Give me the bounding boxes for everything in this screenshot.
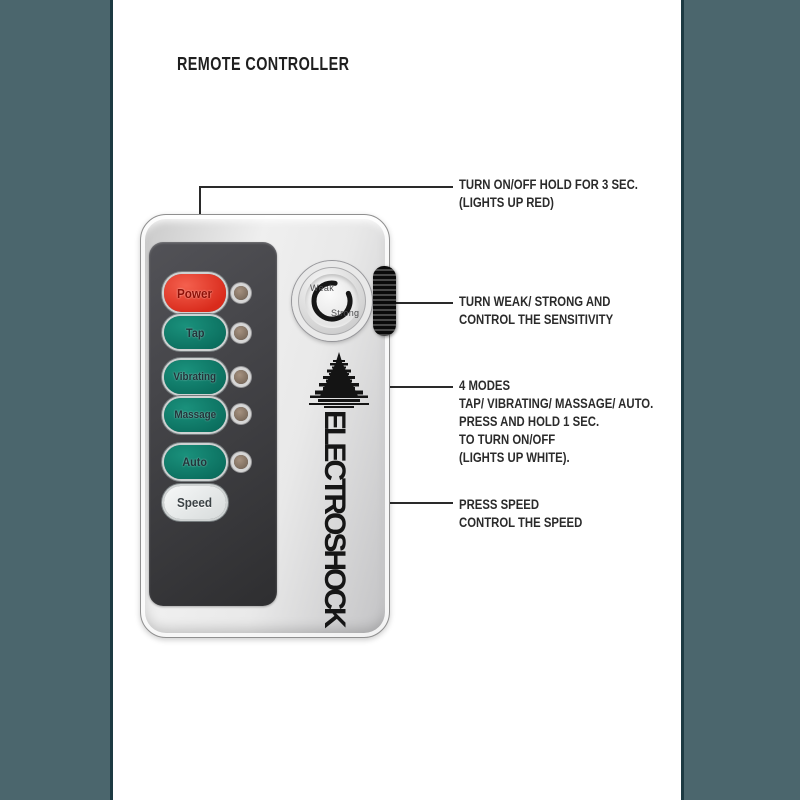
vibrating-button-label: Vibrating [173, 371, 217, 383]
annotation-line: TO TURN ON/OFF [459, 432, 556, 447]
vibrating-led-indicator [234, 370, 248, 384]
power-connector-horizontal-line [199, 186, 453, 188]
right-background-band [681, 0, 800, 800]
dial-rotation-arc-icon [311, 280, 353, 322]
power-button-label: Power [177, 285, 213, 301]
sensitivity-connector-line [396, 302, 453, 304]
tree-logo-icon [309, 352, 369, 408]
dial-weak-label: Weak [310, 283, 335, 293]
annotation-line: (LIGHTS UP WHITE). [459, 450, 570, 465]
speed-button: Speed [164, 486, 226, 519]
annotation-line: TURN WEAK/ STRONG AND [459, 294, 611, 309]
vibrating-button: Vibrating [164, 360, 226, 394]
annotation-line: CONTROL THE SPEED [459, 515, 583, 530]
annotation-line: TAP/ VIBRATING/ MASSAGE/ AUTO. [459, 396, 654, 411]
speed-button-label: Speed [177, 495, 213, 510]
annotation-line: CONTROL THE SENSITIVITY [459, 312, 614, 327]
dial-strong-label: Strong [331, 308, 360, 318]
tap-button-label: Tap [185, 325, 205, 340]
left-background-band [0, 0, 113, 800]
annotation-line: TURN ON/OFF HOLD FOR 3 SEC. [459, 177, 638, 192]
modes-annotation: 4 MODES TAP/ VIBRATING/ MASSAGE/ AUTO. P… [459, 377, 653, 467]
tap-led-indicator [234, 326, 248, 340]
massage-button-label: Massage [174, 409, 216, 421]
power-annotation: TURN ON/OFF HOLD FOR 3 SEC. (LIGHTS UP R… [459, 176, 638, 212]
massage-led-indicator [234, 407, 248, 421]
auto-led-indicator [234, 455, 248, 469]
brand-name: ELECTROSHOCK [318, 410, 351, 626]
annotation-line: (LIGHTS UP RED) [459, 195, 554, 210]
annotation-line: 4 MODES [459, 378, 511, 393]
speed-annotation: PRESS SPEED CONTROL THE SPEED [459, 496, 582, 532]
annotation-line: PRESS AND HOLD 1 SEC. [459, 414, 600, 429]
massage-button: Massage [164, 398, 226, 432]
power-led-indicator [234, 286, 248, 300]
power-button: Power [164, 274, 226, 312]
page-title: REMOTE CONTROLLER [177, 54, 350, 74]
auto-button-label: Auto [182, 455, 208, 469]
sensitivity-scroll-wheel [373, 266, 396, 336]
sensitivity-annotation: TURN WEAK/ STRONG AND CONTROL THE SENSIT… [459, 293, 613, 329]
auto-button: Auto [164, 445, 226, 479]
tap-button: Tap [164, 316, 226, 349]
annotation-line: PRESS SPEED [459, 497, 540, 512]
